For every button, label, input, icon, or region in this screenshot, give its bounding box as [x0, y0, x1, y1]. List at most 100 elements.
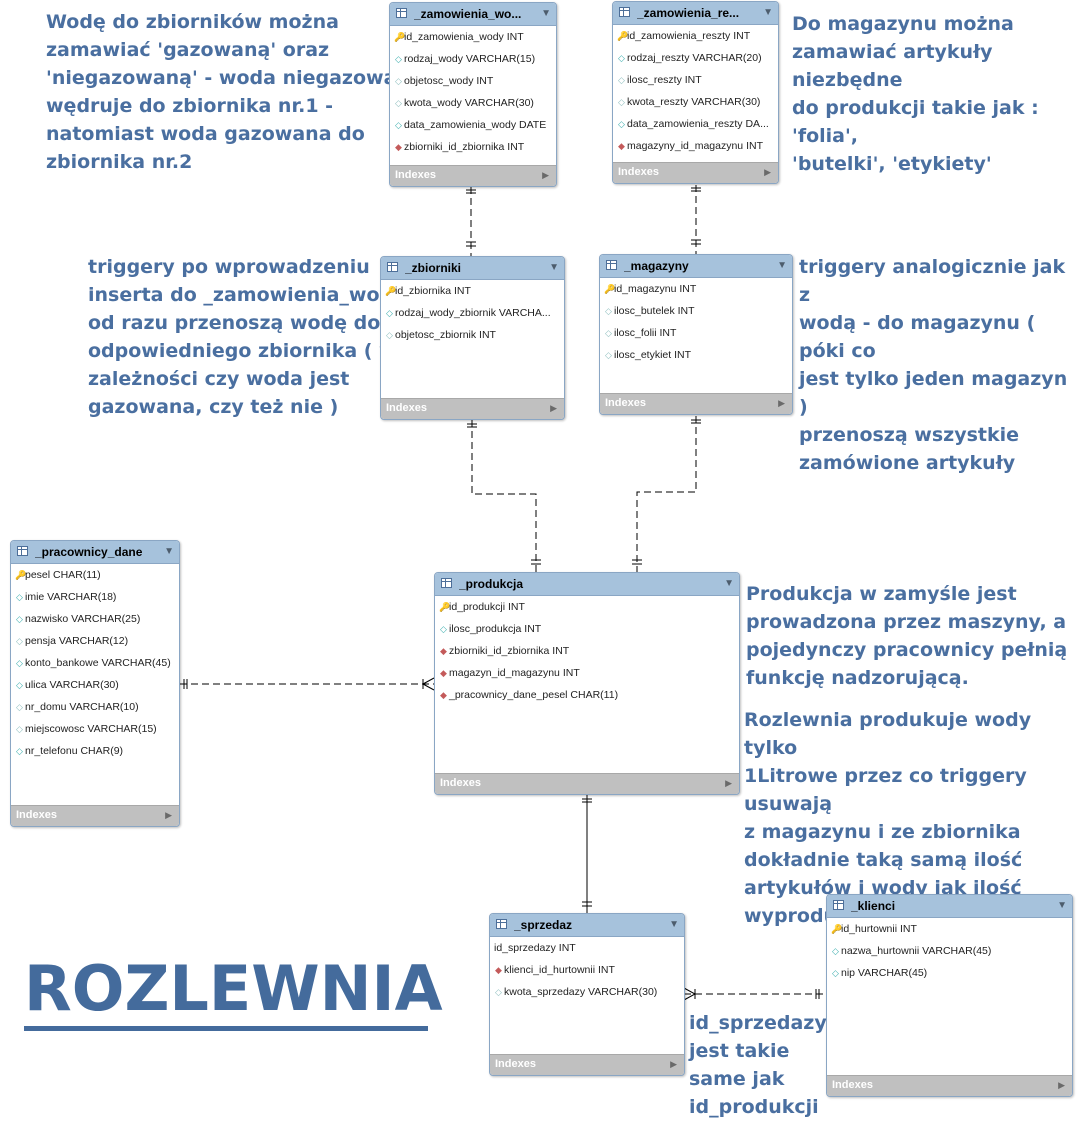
column-row[interactable]: ◆zbiorniki_id_zbiornika INT — [390, 136, 556, 158]
column-row[interactable]: ◇nazwa_hurtownii VARCHAR(45) — [827, 940, 1072, 962]
column-row[interactable]: ◇ulica VARCHAR(30) — [11, 674, 179, 696]
column-row[interactable]: 🔑id_hurtownii INT — [827, 918, 1072, 940]
column-label: magazyny_id_magazynu INT — [627, 140, 763, 152]
column-row[interactable]: ◇imie VARCHAR(18) — [11, 586, 179, 608]
column-row[interactable]: ◇rodzaj_wody_zbiornik VARCHA... — [381, 302, 564, 324]
indexes-section[interactable]: Indexes ▶ — [390, 165, 556, 186]
column-row[interactable]: ◇data_zamowienia_wody DATE — [390, 114, 556, 136]
collapse-arrow-icon[interactable]: ▼ — [724, 578, 734, 589]
table-produkcja[interactable]: _produkcja▼🔑id_produkcji INT◇ilosc_produ… — [434, 572, 740, 795]
table-zamowienia-woda[interactable]: _zamowienia_wo...▼🔑id_zamowienia_wody IN… — [389, 2, 557, 187]
table-header[interactable]: _zamowienia_re...▼ — [613, 2, 778, 25]
table-pracownicy-dane[interactable]: _pracownicy_dane▼🔑pesel CHAR(11)◇imie VA… — [10, 540, 180, 827]
column-label: nip VARCHAR(45) — [841, 967, 928, 979]
column-row[interactable]: ◆magazyn_id_magazynu INT — [435, 662, 739, 684]
note-id-sprzedazy: id_sprzedazy jest takie same jak id_prod… — [689, 1012, 827, 1118]
column-row[interactable]: 🔑pesel CHAR(11) — [11, 564, 179, 586]
column-row[interactable]: ◇miejscowosc VARCHAR(15) — [11, 718, 179, 740]
column-row[interactable]: ◇kwota_wody VARCHAR(30) — [390, 92, 556, 114]
column-row[interactable]: 🔑id_zbiornika INT — [381, 280, 564, 302]
column-row[interactable]: id_sprzedazy INT — [490, 937, 684, 959]
column-row[interactable]: ◆zbiorniki_id_zbiornika INT — [435, 640, 739, 662]
column-row[interactable]: ◇data_zamowienia_reszty DA... — [613, 113, 778, 135]
indexes-label: Indexes — [395, 169, 436, 181]
indexes-section[interactable]: Indexes▶ — [435, 773, 739, 794]
column-row[interactable]: 🔑id_produkcji INT — [435, 596, 739, 618]
table-header[interactable]: _produkcja▼ — [435, 573, 739, 596]
indexes-section[interactable]: Indexes▶ — [11, 805, 179, 826]
not-null-column-icon: ◇ — [395, 120, 402, 130]
table-zamowienia-reszty[interactable]: _zamowienia_re...▼🔑id_zamowienia_reszty … — [612, 1, 779, 184]
table-header[interactable]: _magazyny ▼ — [600, 255, 792, 278]
table-zbiorniki[interactable]: _zbiorniki▼🔑id_zbiornika INT◇rodzaj_wody… — [380, 256, 565, 420]
column-row[interactable]: ◇ilosc_folii INT — [600, 322, 792, 344]
column-row[interactable]: ◇kwota_sprzedazy VARCHAR(30) — [490, 981, 684, 1003]
table-header[interactable]: _pracownicy_dane▼ — [11, 541, 179, 564]
column-row[interactable]: ◆klienci_id_hurtownii INT — [490, 959, 684, 981]
nullable-column-icon: ◇ — [605, 328, 612, 338]
expand-arrow-icon[interactable]: ▶ — [670, 1059, 677, 1069]
column-row[interactable]: ◇ilosc_etykiet INT — [600, 344, 792, 366]
column-row[interactable]: ◇pensja VARCHAR(12) — [11, 630, 179, 652]
table-sprzedaz[interactable]: _sprzedaz ▼ id_sprzedazy INT◆klienci_id_hu… — [489, 913, 685, 1076]
column-label: pesel CHAR(11) — [25, 569, 101, 581]
expand-arrow-icon[interactable]: ▶ — [1058, 1080, 1065, 1090]
table-klienci[interactable]: _klienci▼🔑id_hurtownii INT◇nazwa_hurtown… — [826, 894, 1073, 1097]
column-row[interactable]: ◆magazyny_id_magazynu INT — [613, 135, 778, 157]
column-row[interactable]: 🔑id_zamowienia_reszty INT — [613, 25, 778, 47]
column-row[interactable]: 🔑id_magazynu INT — [600, 278, 792, 300]
expand-arrow-icon[interactable]: ▶ — [725, 778, 732, 788]
expand-arrow-icon[interactable]: ▶ — [165, 810, 172, 820]
primary-key-icon: 🔑 — [15, 570, 27, 580]
not-null-column-icon: ◇ — [16, 614, 23, 624]
column-list: 🔑id_produkcji INT◇ilosc_produkcja INT◆zb… — [435, 596, 739, 706]
table-header[interactable]: _klienci▼ — [827, 895, 1072, 918]
column-list: 🔑id_hurtownii INT◇nazwa_hurtownii VARCHA… — [827, 918, 1072, 984]
column-row[interactable]: ◇nr_telefonu CHAR(9) — [11, 740, 179, 762]
table-name: _magazyny — [624, 259, 689, 273]
primary-key-icon: 🔑 — [831, 924, 843, 934]
indexes-section[interactable]: Indexes▶ — [827, 1075, 1072, 1096]
table-magazyny[interactable]: _magazyny ▼ 🔑id_magazynu INT◇ilosc_butelek… — [599, 254, 793, 415]
expand-arrow-icon[interactable]: ▶ — [550, 403, 557, 413]
column-row[interactable]: ◇nr_domu VARCHAR(10) — [11, 696, 179, 718]
column-row[interactable]: ◆_pracownicy_dane_pesel CHAR(11) — [435, 684, 739, 706]
column-label: objetosc_wody INT — [404, 75, 494, 87]
table-header[interactable]: _zamowienia_wo...▼ — [390, 3, 556, 26]
collapse-arrow-icon[interactable]: ▼ — [164, 546, 174, 557]
collapse-arrow-icon[interactable]: ▼ — [541, 8, 551, 19]
column-row[interactable]: ◇rodzaj_reszty VARCHAR(20) — [613, 47, 778, 69]
expand-arrow-icon[interactable]: ▶ — [542, 170, 549, 180]
expand-arrow-icon[interactable]: ▶ — [778, 398, 785, 408]
column-row[interactable]: ◇kwota_reszty VARCHAR(30) — [613, 91, 778, 113]
column-label: _pracownicy_dane_pesel CHAR(11) — [449, 689, 619, 701]
collapse-arrow-icon[interactable]: ▼ — [669, 919, 679, 930]
column-row[interactable]: ◇objetosc_zbiornik INT — [381, 324, 564, 346]
indexes-section[interactable]: Indexes ▶ — [613, 162, 778, 183]
expand-arrow-icon[interactable]: ▶ — [764, 167, 771, 177]
indexes-label: Indexes — [618, 166, 659, 178]
indexes-section[interactable]: Indexes▶ — [490, 1054, 684, 1075]
column-row[interactable]: ◇ilosc_butelek INT — [600, 300, 792, 322]
column-row[interactable]: ◇konto_bankowe VARCHAR(45) — [11, 652, 179, 674]
column-row[interactable]: ◇ilosc_produkcja INT — [435, 618, 739, 640]
indexes-section[interactable]: Indexes▶ — [600, 393, 792, 414]
table-header[interactable]: _zbiorniki▼ — [381, 257, 564, 280]
column-row[interactable]: 🔑id_zamowienia_wody INT — [390, 26, 556, 48]
column-row[interactable]: ◇rodzaj_wody VARCHAR(15) — [390, 48, 556, 70]
nullable-column-icon: ◇ — [618, 75, 625, 85]
collapse-arrow-icon[interactable]: ▼ — [777, 260, 787, 271]
indexes-section[interactable]: Indexes▶ — [381, 398, 564, 419]
column-row[interactable]: ◇ilosc_reszty INT — [613, 69, 778, 91]
column-row[interactable]: ◇nip VARCHAR(45) — [827, 962, 1072, 984]
table-header[interactable]: _sprzedaz ▼ — [490, 914, 684, 937]
column-row[interactable]: ◇objetosc_wody INT — [390, 70, 556, 92]
table-icon — [17, 546, 28, 556]
table-name: _sprzedaz — [514, 918, 573, 932]
collapse-arrow-icon[interactable]: ▼ — [763, 7, 773, 18]
column-label: zbiorniki_id_zbiornika INT — [404, 141, 525, 153]
collapse-arrow-icon[interactable]: ▼ — [1057, 900, 1067, 911]
collapse-arrow-icon[interactable]: ▼ — [549, 262, 559, 273]
column-row[interactable]: ◇nazwisko VARCHAR(25) — [11, 608, 179, 630]
